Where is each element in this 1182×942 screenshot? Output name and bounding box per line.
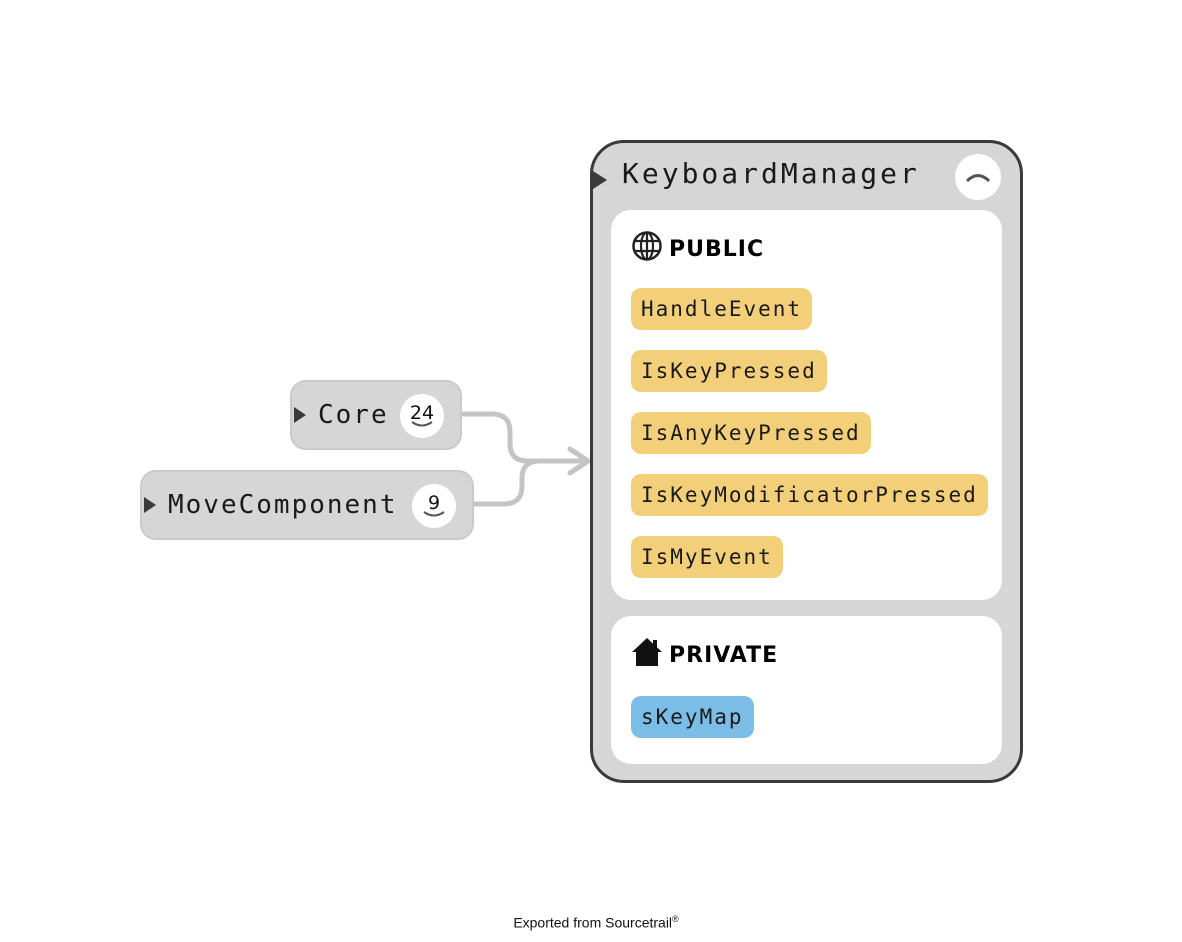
- node-core[interactable]: Core 24: [290, 380, 462, 450]
- member-ismyevent[interactable]: IsMyEvent: [631, 536, 783, 578]
- collapse-button[interactable]: [955, 154, 1001, 200]
- private-section: PRIVATE sKeyMap: [611, 616, 1002, 764]
- node-core-label: Core: [318, 400, 389, 430]
- public-section: PUBLIC HandleEvent IsKeyPressed IsAnyKey…: [611, 210, 1002, 600]
- keyboardmanager-title: KeyboardManager: [622, 157, 920, 190]
- registered-mark: ®: [672, 914, 679, 924]
- chevron-up-icon: [965, 174, 991, 183]
- node-movecomponent[interactable]: MoveComponent 9: [140, 470, 474, 540]
- globe-icon: [632, 231, 662, 261]
- public-label: PUBLIC: [669, 237, 765, 262]
- core-count-badge[interactable]: 24: [400, 394, 444, 438]
- member-skeymap[interactable]: sKeyMap: [631, 696, 754, 738]
- expand-triangle-icon[interactable]: [294, 407, 306, 423]
- node-keyboardmanager[interactable]: KeyboardManager PUBLIC HandleEvent IsKey…: [590, 140, 1023, 783]
- movecomponent-count: 9: [427, 492, 441, 514]
- public-header: PUBLIC: [631, 230, 764, 262]
- chevron-down-icon: [411, 421, 433, 427]
- core-count: 24: [409, 402, 435, 424]
- member-handleevent[interactable]: HandleEvent: [631, 288, 813, 330]
- chevron-down-icon: [423, 511, 445, 517]
- member-iskeypressed[interactable]: IsKeyPressed: [631, 350, 827, 392]
- edge-core[interactable]: [462, 411, 584, 464]
- member-iskeymodificatorpressed[interactable]: IsKeyModificatorPressed: [631, 474, 988, 516]
- movecomponent-count-badge[interactable]: 9: [412, 484, 456, 528]
- edge-arrowhead: [567, 446, 591, 476]
- node-movecomponent-label: MoveComponent: [168, 490, 398, 520]
- expand-triangle-icon[interactable]: [144, 497, 156, 513]
- member-isanykeypressed[interactable]: IsAnyKeyPressed: [631, 412, 871, 454]
- footer-text: Exported from Sourcetrail: [513, 914, 673, 931]
- private-label: PRIVATE: [669, 643, 779, 668]
- private-header: PRIVATE: [631, 636, 778, 668]
- edge-movecomponent[interactable]: [473, 458, 584, 507]
- expand-triangle-icon[interactable]: [593, 171, 607, 189]
- export-footer: Exported from Sourcetrail®: [0, 914, 1182, 931]
- home-icon: [632, 638, 662, 666]
